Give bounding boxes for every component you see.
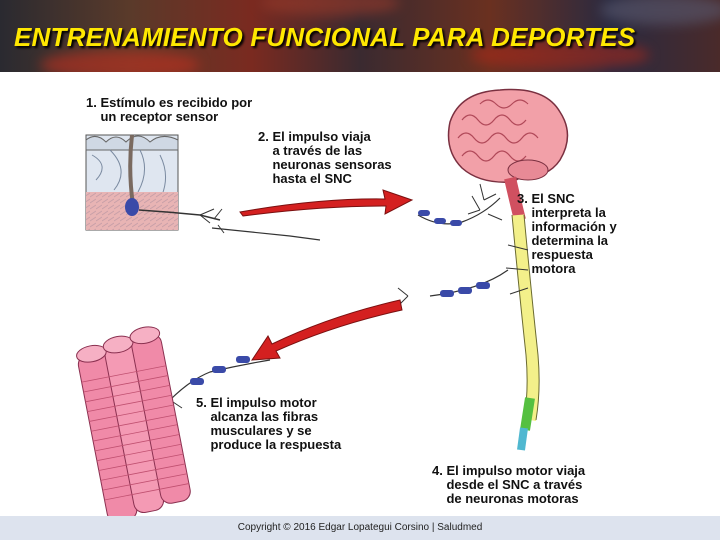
- step-2-label: 2. El impulso viaja a través de las neur…: [258, 129, 392, 186]
- muscle-fibers-illustration: [76, 326, 191, 516]
- motor-neuron: [397, 269, 509, 305]
- copyright-text: Copyright © 2016 Edgar Lopategui Corsino…: [237, 522, 483, 533]
- step-4-label: 4. El impulso motor viaja desde el SNC a…: [432, 463, 586, 506]
- diagram-artwork: [76, 88, 569, 516]
- step-5-label: 5. El impulso motor alcanza las fibras m…: [196, 395, 342, 452]
- page-title: ENTRENAMIENTO FUNCIONAL PARA DEPORTES: [14, 22, 636, 52]
- red-arrow-icon: [239, 189, 414, 217]
- title-banner: ENTRENAMIENTO FUNCIONAL PARA DEPORTES: [0, 0, 720, 72]
- footer-bar: Copyright © 2016 Edgar Lopategui Corsino…: [0, 516, 720, 540]
- red-arrow-icon: [251, 299, 403, 361]
- step-3-label: 3. El SNC interpreta la información y de…: [517, 191, 617, 276]
- spinal-cord-illustration: [505, 214, 540, 451]
- skin-receptor-illustration: [85, 134, 225, 234]
- sensory-neuron: [211, 183, 503, 241]
- step-1-label: 1. Estímulo es recibido por un receptor …: [86, 95, 253, 124]
- nervous-system-diagram: 1. Estímulo es recibido por un receptor …: [0, 72, 720, 516]
- motor-neuron-terminal: [159, 356, 271, 417]
